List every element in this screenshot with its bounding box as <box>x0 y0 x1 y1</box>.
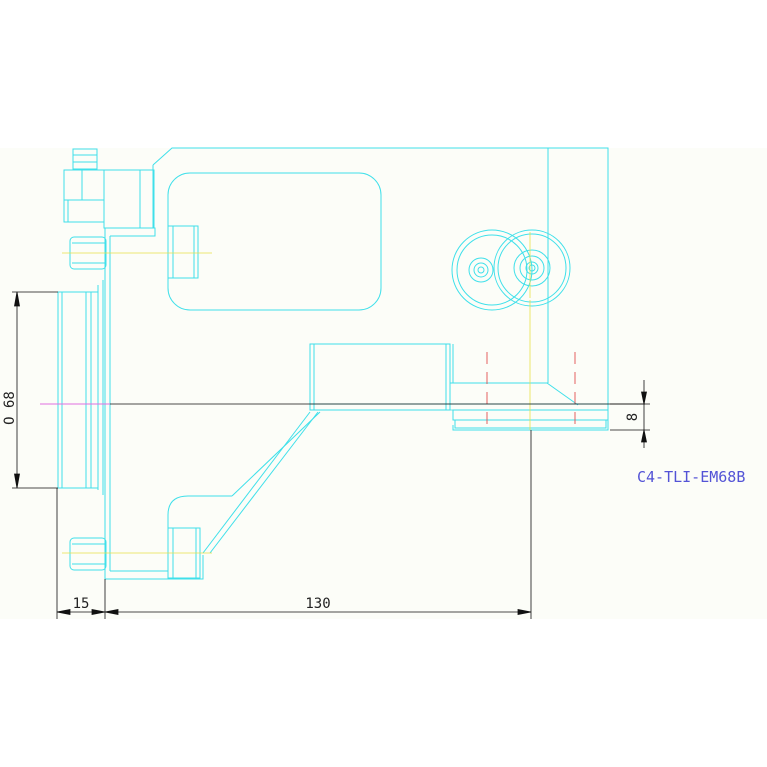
top-left-fitting <box>63 148 155 229</box>
length-dimension-label: 130 <box>305 596 330 612</box>
offset-dimension-label: 15 <box>73 596 90 612</box>
thickness-dimension-label: 8 <box>625 413 641 421</box>
bracket-body <box>97 147 609 580</box>
centerlines <box>62 232 531 554</box>
left-flange <box>57 291 99 489</box>
drawing-area <box>0 148 767 619</box>
pulley-assembly <box>451 229 571 311</box>
hidden-lines <box>486 352 576 430</box>
dimension-lines <box>12 291 650 619</box>
part-code-label: C4-TLI-EM68B <box>637 468 745 486</box>
slot-window <box>167 172 382 311</box>
diameter-dimension-label: O 68 <box>2 391 18 425</box>
